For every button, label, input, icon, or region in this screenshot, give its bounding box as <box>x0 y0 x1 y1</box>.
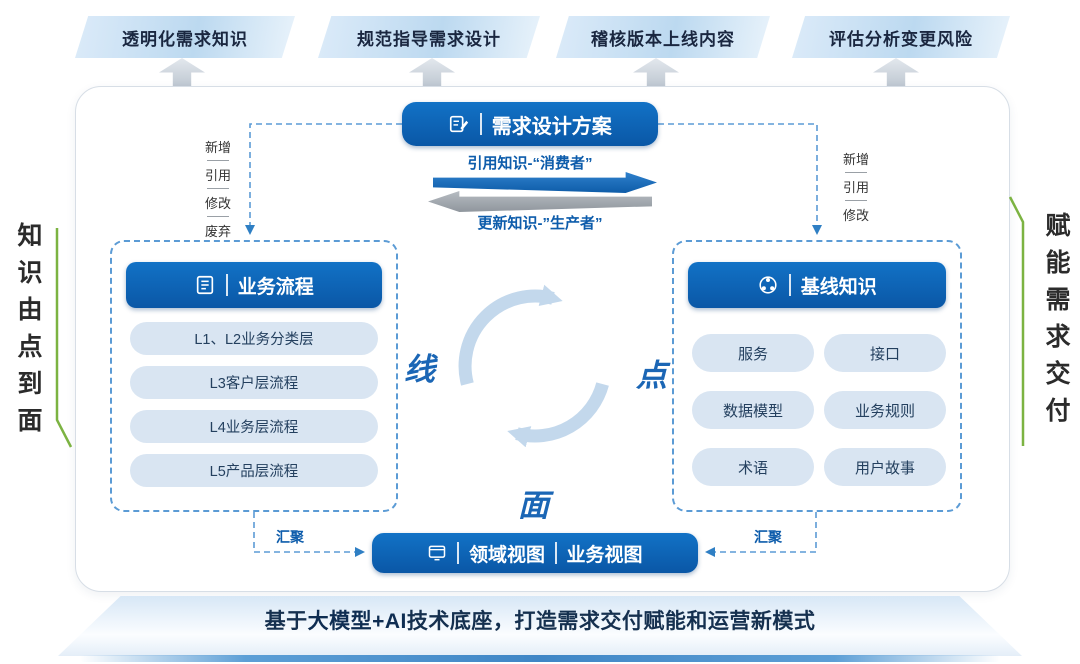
footer-strip <box>80 655 1000 662</box>
process-layer-item: L1、L2业务分类层 <box>130 322 378 355</box>
cycle-char-line: 线 <box>404 352 435 388</box>
op-add: 新增 <box>204 140 231 155</box>
divider <box>480 113 482 135</box>
business-process-header: 业务流程 <box>126 262 382 308</box>
footer-suffix: 技术底座，打造需求交付赋能和运营新模式 <box>406 610 816 633</box>
op-reference: 引用 <box>842 180 869 195</box>
footer-banner: 基于大模型+AI技术底座，打造需求交付赋能和运营新模式 <box>58 596 1022 656</box>
process-layer-item: L4业务层流程 <box>130 410 378 443</box>
design-scheme-label: 需求设计方案 <box>491 115 612 138</box>
process-layer-item: L3客户层流程 <box>130 366 378 399</box>
domain-view-label: 领域视图 <box>468 544 545 566</box>
banner-audit-release: 稽核版本上线内容 <box>556 16 770 58</box>
banner-transparent-knowledge: 透明化需求知识 <box>75 16 295 58</box>
divider <box>226 274 228 296</box>
banner-label: 规范指导需求设计 <box>357 29 501 49</box>
op-add: 新增 <box>842 152 869 167</box>
domain-business-view-pill: 领域视图 业务视图 <box>372 533 698 573</box>
op-reference: 引用 <box>204 168 231 183</box>
process-layer-item: L5产品层流程 <box>130 454 378 487</box>
op-discard: 废弃 <box>204 224 231 239</box>
knowledge-item-data-model: 数据模型 <box>692 391 814 429</box>
banner-label: 评估分析变更风险 <box>829 29 973 49</box>
cycle-char-plane: 面 <box>518 488 549 524</box>
baseline-knowledge-header: 基线知识 <box>688 262 946 308</box>
cycle-circle-icon <box>458 284 609 448</box>
cycle-char-point: 点 <box>636 358 667 394</box>
banner-label: 透明化需求知识 <box>122 29 248 49</box>
divider <box>457 542 459 564</box>
business-process-title: 业务流程 <box>237 276 314 298</box>
consume-knowledge-label: 引用知识-“消费者” <box>467 155 593 172</box>
separator <box>207 160 229 161</box>
separator <box>845 200 867 201</box>
separator <box>207 188 229 189</box>
process-book-icon <box>194 274 216 296</box>
divider <box>789 274 791 296</box>
banner-assess-risk: 评估分析变更风险 <box>792 16 1010 58</box>
knowledge-cluster-icon <box>757 274 779 296</box>
footer-prefix: 基于 <box>264 610 308 633</box>
knowledge-item-service: 服务 <box>692 334 814 372</box>
left-ops-list: 新增 引用 修改 废弃 <box>196 136 240 241</box>
op-modify: 修改 <box>204 196 231 211</box>
up-arrow-icon <box>873 58 919 86</box>
view-board-icon <box>427 543 447 563</box>
banner-label: 稽核版本上线内容 <box>591 29 735 49</box>
separator <box>207 216 229 217</box>
op-modify: 修改 <box>842 208 869 223</box>
design-doc-icon <box>448 113 470 135</box>
green-accent-right <box>1008 196 1025 446</box>
banner-guide-design: 规范指导需求设计 <box>318 16 540 58</box>
produce-knowledge-label: 更新知识-”生产者” <box>477 215 603 232</box>
left-side-title: 知识由点到面 <box>14 222 42 444</box>
up-arrow-icon <box>159 58 205 86</box>
knowledge-item-user-story: 用户故事 <box>824 448 946 486</box>
up-arrow-icon <box>409 58 455 86</box>
knowledge-item-glossary: 术语 <box>692 448 814 486</box>
separator <box>845 172 867 173</box>
knowledge-item-interface: 接口 <box>824 334 946 372</box>
green-accent-left <box>55 228 73 448</box>
up-arrow-icon <box>633 58 679 86</box>
footer-text: 基于大模型+AI技术底座，打造需求交付赋能和运营新模式 <box>265 605 816 635</box>
business-view-label: 业务视图 <box>566 544 643 566</box>
divider <box>555 542 557 564</box>
converge-left-label: 汇聚 <box>276 529 304 545</box>
baseline-knowledge-title: 基线知识 <box>800 276 877 298</box>
design-scheme-pill: 需求设计方案 <box>402 102 658 146</box>
footer-highlight: 大模型+AI <box>307 610 407 633</box>
right-ops-list: 新增 引用 修改 <box>834 148 878 225</box>
knowledge-item-business-rule: 业务规则 <box>824 391 946 429</box>
right-side-title: 赋能需求交付 <box>1042 212 1070 434</box>
converge-right-label: 汇聚 <box>754 529 782 545</box>
